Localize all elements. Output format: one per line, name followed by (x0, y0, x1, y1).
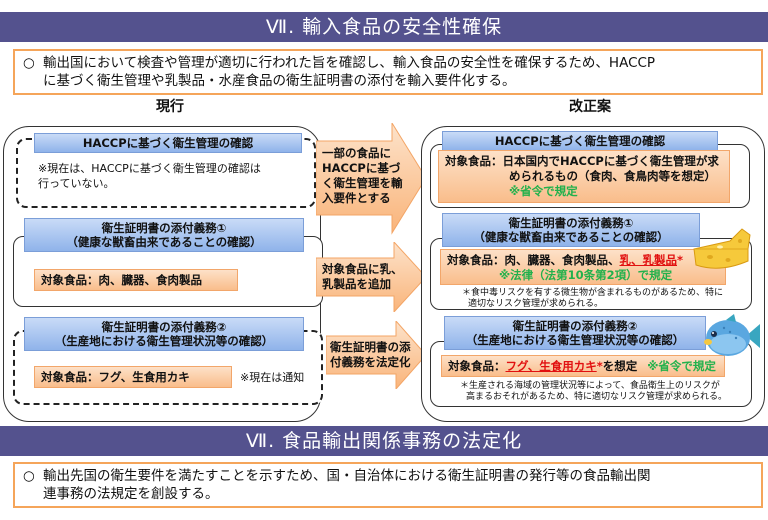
target-line: められるもの（食肉、食鳥肉等を想定） (509, 169, 716, 183)
export-affairs-summary: ○ 輸出先国の衛生要件を満たすことを示すため、国・自治体における衛生証明書の発行等… (13, 462, 763, 508)
note-line: 行っていない。 (38, 177, 115, 190)
rule-text: ※法律（法第10条第2項）で規定 (499, 268, 673, 282)
footnote-line: ＊食中毒リスクを有する微生物が含まれるものがあるため、特に (462, 288, 724, 298)
footnote-line: 適切なリスク管理が求められる。 (468, 299, 604, 309)
heading-line: 衛生証明書の添付義務② (101, 320, 227, 334)
heading-line: （健康な獣畜由来であることの確認） (66, 235, 262, 249)
target-items: フグ、生食用カキ (505, 359, 597, 373)
cheese-illustration (693, 228, 751, 269)
target-line: 対象食品：日本国内でHACCPに基づく衛生管理が求 (445, 154, 719, 168)
proposed-cert1-footnote: ＊食中毒リスクを有する微生物が含まれるものがあるため、特に 適切なリスク管理が求… (462, 288, 723, 310)
proposed-cert1-target: 対象食品：肉、臓器、食肉製品、乳、乳製品* ※法律（法第10条第2項）で規定 (440, 249, 726, 285)
import-safety-summary: ○ 輸出国において検査や管理が適切に行われた旨を確認し、輸入食品の安全性を確保する… (13, 49, 763, 95)
arrow-line: HACCPに基づ (322, 161, 401, 175)
proposed-cert2-target: 対象食品：フグ、生食用カキ*を想定 ※省令で規定 (441, 355, 725, 377)
footnote-line: ＊生産される海域の管理状況等によって、食品衛生上のリスクが (460, 381, 720, 391)
section-header-export-affairs: Ⅶ. 食品輸出関係事務の法定化 (0, 426, 768, 456)
current-cert1-target: 対象食品：肉、臓器、食肉製品 (34, 269, 238, 291)
bullet-circle: ○ (23, 55, 35, 71)
arrow-line: 付義務を法定化 (330, 355, 411, 369)
summary-line: 輸出国において検査や管理が適切に行われた旨を確認し、輸入食品の安全性を確保するた… (43, 55, 656, 71)
current-column-title: 現行 (156, 99, 184, 115)
target-prefix: 対象食品：肉、臓器、食肉製品、 (447, 253, 620, 267)
proposed-haccp-heading: HACCPに基づく衛生管理の確認 (442, 131, 718, 151)
target-line: 対象食品：肉、臓器、食肉製品、乳、乳製品* (447, 253, 719, 268)
rule-text: ※省令で規定 (509, 184, 578, 198)
summary-line: 連事務の法規定を創設する。 (43, 486, 219, 502)
heading-line: 衛生証明書の添付義務② (512, 319, 638, 333)
heading-text: HACCPに基づく衛生管理の確認 (494, 134, 666, 148)
current-haccp-note: ※現在は、HACCPに基づく衛生管理の確認は 行っていない。 (38, 161, 308, 191)
arrow-line: 乳製品を追加 (322, 277, 391, 291)
arrow-add-dairy (316, 242, 427, 312)
footnote-mark: * (677, 253, 684, 267)
arrow-dairy-text: 対象食品に乳、 乳製品を追加 (322, 262, 403, 292)
bullet-circle: ○ (23, 468, 35, 484)
arrow-legislate-cert (326, 321, 427, 389)
summary-line: 輸出先国の衛生要件を満たすことを示すため、国・自治体における衛生証明書の発行等の… (43, 468, 651, 484)
heading-text: HACCPに基づく衛生管理の確認 (82, 136, 254, 150)
arrow-legislate-text: 衛生証明書の添 付義務を法定化 (330, 340, 411, 370)
proposed-cert1-heading: 衛生証明書の添付義務① （健康な獣畜由来であることの確認） (442, 213, 700, 247)
arrow-haccp-text: 一部の食品に HACCPに基づ く衛生管理を輸 入要件とする (322, 146, 403, 206)
arrow-line: 衛生証明書の添 (330, 340, 411, 354)
target-suffix: を想定 (602, 359, 638, 373)
section-header-import-safety: Ⅶ. 輸入食品の安全性確保 (0, 12, 768, 42)
current-cert2-heading: 衛生証明書の添付義務② （生産地における衛生管理状況等の確認） (24, 317, 304, 351)
arrow-line: 入要件とする (322, 191, 391, 205)
current-cert2-target: 対象食品：フグ、生食用カキ (34, 366, 232, 388)
footnote-line: 高まるおそれがあるため、特に適切なリスク管理が求められる。 (466, 392, 728, 402)
current-haccp-heading: HACCPに基づく衛生管理の確認 (34, 133, 302, 153)
heading-line: 衛生証明書の添付義務① (101, 221, 227, 235)
proposed-cert2-footnote: ＊生産される海域の管理状況等によって、食品衛生上のリスクが 高まるおそれがあるた… (460, 381, 727, 403)
target-added-dairy: 乳、乳製品 (619, 253, 678, 267)
arrow-line: 対象食品に乳、 (322, 262, 403, 276)
footnote-mark: * (596, 359, 603, 373)
heading-line: 衛生証明書の添付義務① (508, 216, 634, 230)
note-line: ※現在は、HACCPに基づく衛生管理の確認は (38, 162, 261, 175)
arrow-line: く衛生管理を輸 (322, 176, 403, 190)
arrow-line: 一部の食品に (322, 146, 391, 160)
heading-line: （生産地における衛生管理状況等の確認） (465, 333, 685, 347)
current-cert1-heading: 衛生証明書の添付義務① （健康な獣畜由来であることの確認） (24, 218, 304, 252)
proposed-column-title: 改正案 (569, 99, 611, 115)
arrow-haccp-requirement (316, 123, 427, 235)
rule-text: ※省令で規定 (647, 359, 716, 373)
current-cert2-note: ※現在は通知 (240, 371, 305, 384)
summary-line: に基づく衛生管理や乳製品・水産食品の衛生証明書の添付を輸入要件化する。 (43, 73, 516, 89)
target-prefix: 対象食品： (448, 359, 506, 373)
heading-line: （生産地における衛生管理状況等の確認） (54, 334, 274, 348)
pufferfish-illustration (704, 314, 760, 356)
proposed-cert2-heading: 衛生証明書の添付義務② （生産地における衛生管理状況等の確認） (444, 316, 706, 350)
heading-line: （健康な獣畜由来であることの確認） (473, 230, 669, 244)
proposed-haccp-target: 対象食品：日本国内でHACCPに基づく衛生管理が求 められるもの（食肉、食鳥肉等… (438, 150, 730, 203)
